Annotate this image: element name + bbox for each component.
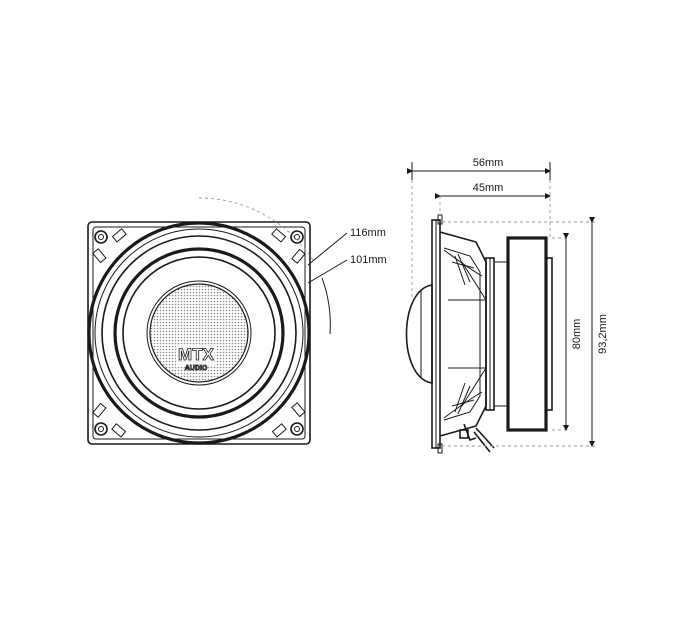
- cone-inner-ring: [146, 280, 252, 386]
- front-ring-3: [101, 235, 297, 431]
- dim-label-56mm: 56mm: [473, 157, 504, 169]
- front-ring-outer: [87, 221, 311, 445]
- basket-spokes: [443, 249, 483, 419]
- mounting-hole-bottom-left: [94, 422, 108, 436]
- mounting-hole-top-left: [94, 230, 108, 244]
- side-dome: [405, 284, 433, 384]
- side-view: 56mm 45mm: [405, 157, 609, 454]
- brand-logo: MTX AUDIO: [176, 345, 216, 372]
- dim-label-116mm: 116mm: [350, 227, 386, 239]
- brand-logo-text: MTX: [178, 345, 215, 364]
- grille-mesh: [149, 283, 249, 383]
- dim-arc-outer: [198, 197, 315, 263]
- dim-label-101mm: 101mm: [350, 254, 387, 266]
- retaining-tabs: [92, 228, 306, 438]
- dim-arc-outer-solid: [321, 277, 331, 335]
- mounting-hole-bottom-right: [290, 422, 304, 436]
- cone-ring: [122, 256, 276, 410]
- front-ring-2: [94, 228, 304, 438]
- side-terminals: [459, 423, 495, 453]
- dim-label-93-2mm: 93,2mm: [597, 314, 609, 354]
- dim-leader-116: [307, 232, 348, 266]
- side-magnet: [506, 236, 548, 432]
- mounting-hole-top-right: [290, 230, 304, 244]
- dim-label-80mm: 80mm: [571, 319, 583, 350]
- mounting-holes: [94, 230, 304, 436]
- side-basket: [439, 231, 487, 437]
- surround-ring: [113, 247, 285, 419]
- front-frame-inner: [92, 226, 306, 440]
- side-magnet-back: [545, 257, 553, 411]
- front-view: MTX AUDIO 116mm 101mm: [87, 197, 387, 445]
- brand-logo-sub: AUDIO: [185, 365, 208, 372]
- dim-leader-101: [307, 259, 348, 284]
- dim-label-45mm: 45mm: [473, 182, 504, 194]
